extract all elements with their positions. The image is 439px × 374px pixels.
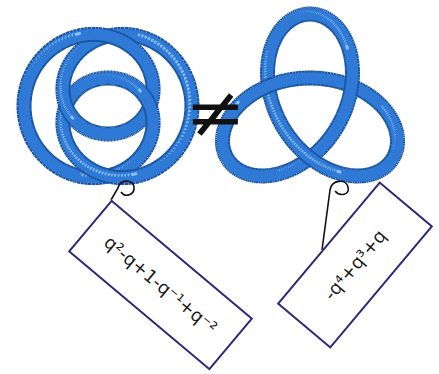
tube-segment xyxy=(139,89,140,90)
tube-segment xyxy=(78,30,81,42)
tube-segment xyxy=(76,32,79,36)
tube-segment xyxy=(74,119,75,120)
tube-segment xyxy=(72,117,73,118)
tube-segment xyxy=(139,90,140,91)
tube-segment xyxy=(71,116,72,117)
tube-segment xyxy=(139,89,140,90)
tube-segment xyxy=(71,116,72,117)
tube-segment xyxy=(141,92,142,93)
knot-tube xyxy=(220,12,397,176)
tube-segment xyxy=(73,118,74,119)
tube-segment xyxy=(134,168,137,184)
tube-segment xyxy=(140,91,141,92)
tube-segment xyxy=(132,172,135,176)
tube-segment xyxy=(73,118,74,119)
knot-tube xyxy=(22,32,192,177)
tube-segment xyxy=(134,170,137,182)
tube-segment xyxy=(140,91,141,92)
tube-segment xyxy=(78,28,81,44)
